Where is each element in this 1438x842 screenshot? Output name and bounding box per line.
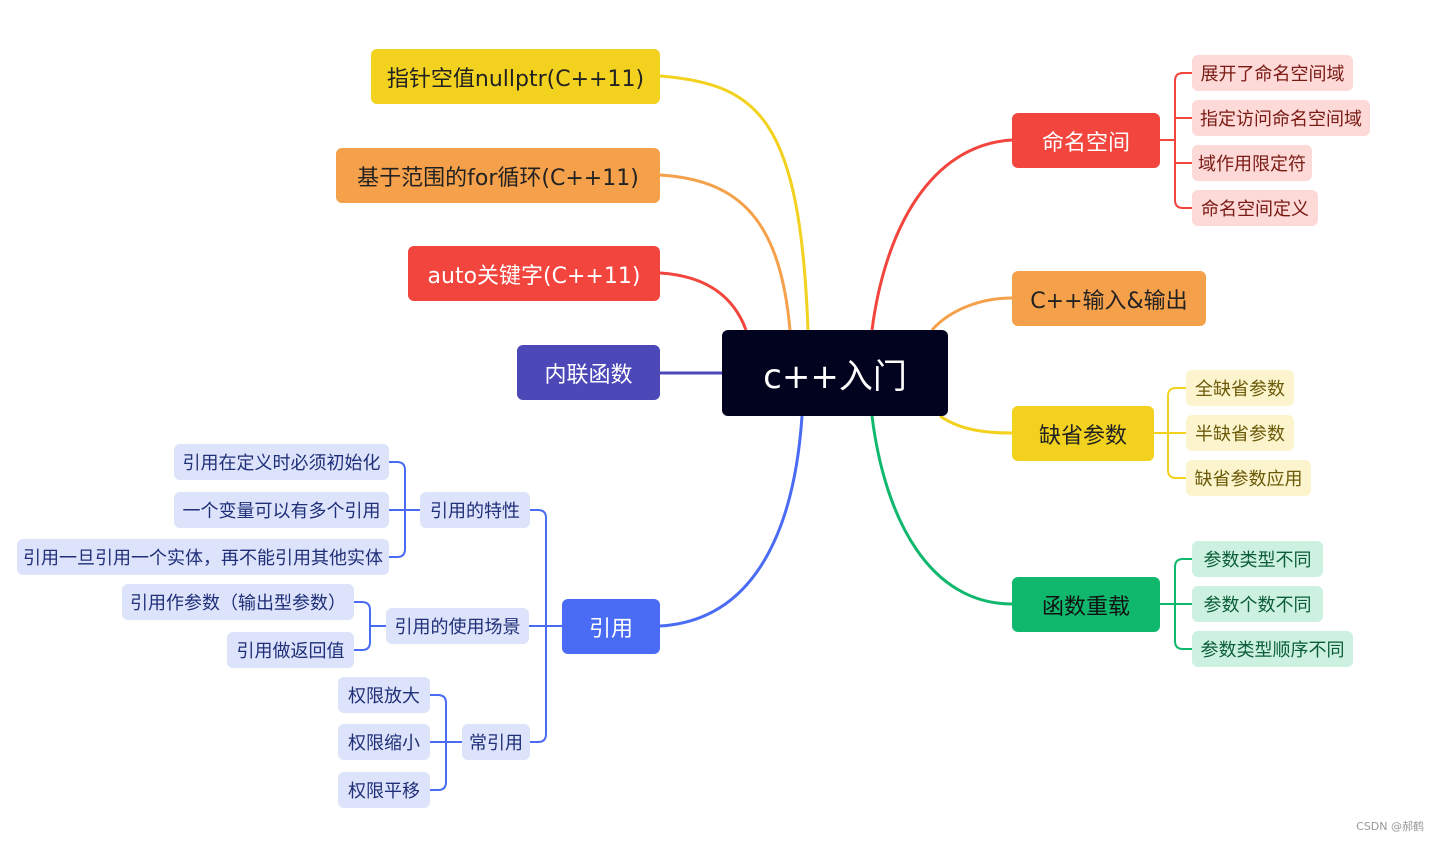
branch-default-args[interactable]: 缺省参数 bbox=[1012, 406, 1154, 461]
branch-default-args-label: 缺省参数 bbox=[1038, 423, 1127, 449]
default-args-item[interactable]: 全缺省参数 bbox=[1186, 370, 1294, 406]
default-args-item-label: 全缺省参数 bbox=[1195, 379, 1285, 400]
root-label: c++入门 bbox=[763, 356, 907, 397]
branch-overload-label: 函数重载 bbox=[1041, 594, 1130, 620]
default-args-item-label: 缺省参数应用 bbox=[1194, 469, 1303, 490]
overload-item-label: 参数类型顺序不同 bbox=[1200, 640, 1345, 661]
overload-item-label: 参数个数不同 bbox=[1203, 595, 1312, 616]
ref-item[interactable]: 权限平移 bbox=[338, 772, 430, 808]
ref-item-label: 权限放大 bbox=[348, 686, 420, 707]
branch-auto-label: auto关键字(C++11) bbox=[427, 263, 641, 289]
overload-item[interactable]: 参数类型不同 bbox=[1192, 541, 1323, 577]
namespace-item[interactable]: 展开了命名空间域 bbox=[1192, 55, 1353, 91]
ref-item[interactable]: 权限放大 bbox=[338, 677, 430, 713]
default-args-item-label: 半缺省参数 bbox=[1195, 424, 1285, 445]
ref-item[interactable]: 一个变量可以有多个引用 bbox=[174, 492, 389, 528]
ref-group-properties-label: 引用的特性 bbox=[430, 501, 520, 522]
branch-auto[interactable]: auto关键字(C++11) bbox=[408, 246, 660, 301]
namespace-item[interactable]: 域作用限定符 bbox=[1192, 145, 1312, 181]
ref-item-label: 权限缩小 bbox=[348, 733, 420, 754]
namespace-item-label: 域作用限定符 bbox=[1198, 154, 1306, 175]
ref-group-const-label: 常引用 bbox=[469, 733, 523, 754]
ref-item-label: 引用作参数（输出型参数） bbox=[130, 593, 346, 614]
namespace-item-label: 指定访问命名空间域 bbox=[1200, 109, 1362, 130]
overload-item[interactable]: 参数个数不同 bbox=[1192, 586, 1323, 622]
ref-item-label: 一个变量可以有多个引用 bbox=[182, 501, 381, 522]
branch-nullptr-label: 指针空值nullptr(C++11) bbox=[386, 66, 645, 92]
branch-io[interactable]: C++输入&输出 bbox=[1012, 271, 1206, 326]
branch-namespace[interactable]: 命名空间 bbox=[1012, 113, 1160, 168]
ref-item[interactable]: 引用在定义时必须初始化 bbox=[174, 444, 389, 480]
branch-rangefor-label: 基于范围的for循环(C++11) bbox=[357, 165, 639, 191]
namespace-item[interactable]: 命名空间定义 bbox=[1192, 190, 1318, 226]
ref-item[interactable]: 权限缩小 bbox=[338, 724, 430, 760]
branch-nullptr[interactable]: 指针空值nullptr(C++11) bbox=[371, 49, 660, 104]
ref-item[interactable]: 引用一旦引用一个实体，再不能引用其他实体 bbox=[17, 539, 389, 575]
branch-reference-label: 引用 bbox=[588, 616, 633, 642]
ref-group-usage[interactable]: 引用的使用场景 bbox=[386, 608, 529, 644]
ref-group-usage-label: 引用的使用场景 bbox=[394, 617, 521, 638]
branch-rangefor[interactable]: 基于范围的for循环(C++11) bbox=[336, 148, 660, 203]
namespace-item-label: 展开了命名空间域 bbox=[1200, 64, 1345, 85]
ref-item-label: 引用一旦引用一个实体，再不能引用其他实体 bbox=[23, 548, 383, 569]
default-args-item[interactable]: 半缺省参数 bbox=[1186, 415, 1294, 451]
namespace-item-label: 命名空间定义 bbox=[1201, 199, 1309, 220]
branch-io-label: C++输入&输出 bbox=[1030, 288, 1188, 314]
ref-item[interactable]: 引用做返回值 bbox=[227, 632, 354, 668]
ref-group-const[interactable]: 常引用 bbox=[462, 724, 530, 760]
branch-inline[interactable]: 内联函数 bbox=[517, 345, 660, 400]
root-node[interactable]: c++入门 bbox=[722, 330, 948, 416]
ref-item-label: 引用做返回值 bbox=[236, 641, 345, 662]
branch-namespace-label: 命名空间 bbox=[1041, 130, 1130, 156]
overload-item[interactable]: 参数类型顺序不同 bbox=[1192, 631, 1353, 667]
overload-item-label: 参数类型不同 bbox=[1203, 550, 1312, 571]
namespace-item[interactable]: 指定访问命名空间域 bbox=[1192, 100, 1370, 136]
ref-item-label: 权限平移 bbox=[348, 781, 420, 802]
branch-overload[interactable]: 函数重载 bbox=[1012, 577, 1160, 632]
branch-reference[interactable]: 引用 bbox=[562, 599, 660, 654]
default-args-item[interactable]: 缺省参数应用 bbox=[1186, 460, 1311, 496]
ref-item-label: 引用在定义时必须初始化 bbox=[182, 453, 381, 474]
watermark: CSDN @郝鹤 bbox=[1356, 820, 1424, 833]
branch-inline-label: 内联函数 bbox=[544, 362, 633, 388]
ref-group-properties[interactable]: 引用的特性 bbox=[420, 492, 530, 528]
ref-item[interactable]: 引用作参数（输出型参数） bbox=[122, 584, 354, 620]
